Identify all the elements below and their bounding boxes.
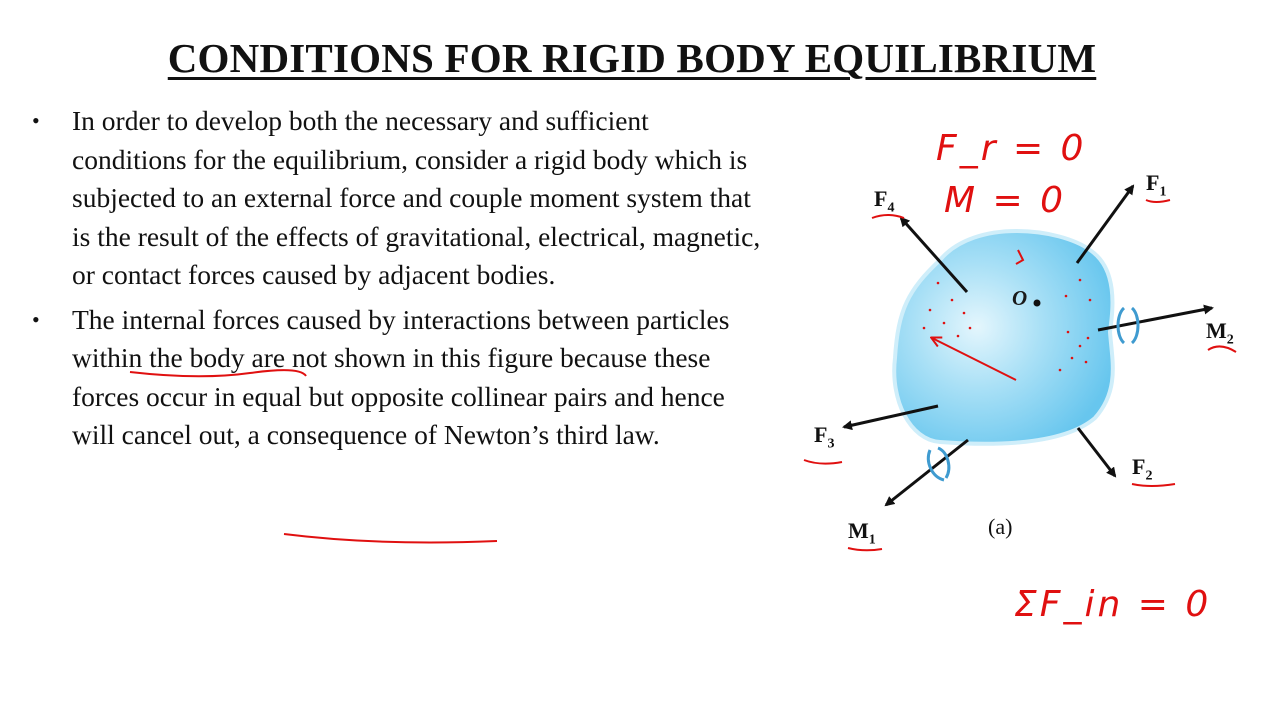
bullet-text: In order to develop both the necessary a… <box>72 105 761 290</box>
force-arrow-f3 <box>842 404 939 431</box>
origin-point <box>1033 299 1041 307</box>
label-underline-f2 <box>1131 483 1176 487</box>
bullet-item: • The internal forces caused by interact… <box>30 301 770 455</box>
label-underline-f3 <box>803 459 843 465</box>
label-m1: M1 <box>848 518 876 548</box>
label-f2: F2 <box>1132 454 1153 484</box>
label-f1: F1 <box>1146 170 1167 200</box>
bullet-symbol: • <box>32 306 40 332</box>
bullet-symbol: • <box>32 108 40 133</box>
label-underline-f4 <box>871 214 905 219</box>
moment-curl-m1-icon-b <box>937 446 951 479</box>
figure-caption: (a) <box>988 514 1013 539</box>
annotation-sum-internal: ΣF_in = 0 <box>1014 584 1212 625</box>
bullet-text: The internal forces caused by interactio… <box>72 303 730 451</box>
force-arrow-f4 <box>899 216 969 293</box>
bullet-list: • In order to develop both the necessary… <box>30 102 770 461</box>
origin-label: O <box>1012 286 1028 310</box>
label-underline-f1 <box>1145 199 1171 203</box>
force-arrow-f2 <box>1076 427 1117 478</box>
force-arrow-f1 <box>1075 184 1135 264</box>
annotation-resultant-force: F_r = 0 <box>936 128 1087 169</box>
annotation-resultant-moment: M = 0 <box>944 180 1067 221</box>
internal-force-tick <box>1015 249 1025 265</box>
page-title: CONDITIONS FOR RIGID BODY EQUILIBRIUM <box>167 35 1097 81</box>
rigid-body-shape <box>892 229 1115 446</box>
label-m2: M2 <box>1206 318 1234 348</box>
underline-newtons-third-law <box>283 533 498 544</box>
internal-force-arrow <box>932 338 1017 381</box>
moment-curl-m1-icon <box>926 449 945 482</box>
rigid-body-figure: O F1 F4 M2 F3 F2 M1 (a) <box>790 100 1260 680</box>
label-f3: F3 <box>814 422 835 452</box>
label-f4: F4 <box>874 186 895 216</box>
moment-curl-m2-icon <box>1116 306 1126 345</box>
moment-curl-m2-icon-b <box>1130 306 1140 345</box>
force-arrow-m1 <box>884 438 969 507</box>
force-arrow-m2 <box>1097 304 1214 332</box>
label-underline-m1 <box>847 547 883 552</box>
label-underline-m2 <box>1207 345 1237 353</box>
bullet-item: • In order to develop both the necessary… <box>30 102 770 295</box>
internal-force-sketch <box>922 278 1092 372</box>
